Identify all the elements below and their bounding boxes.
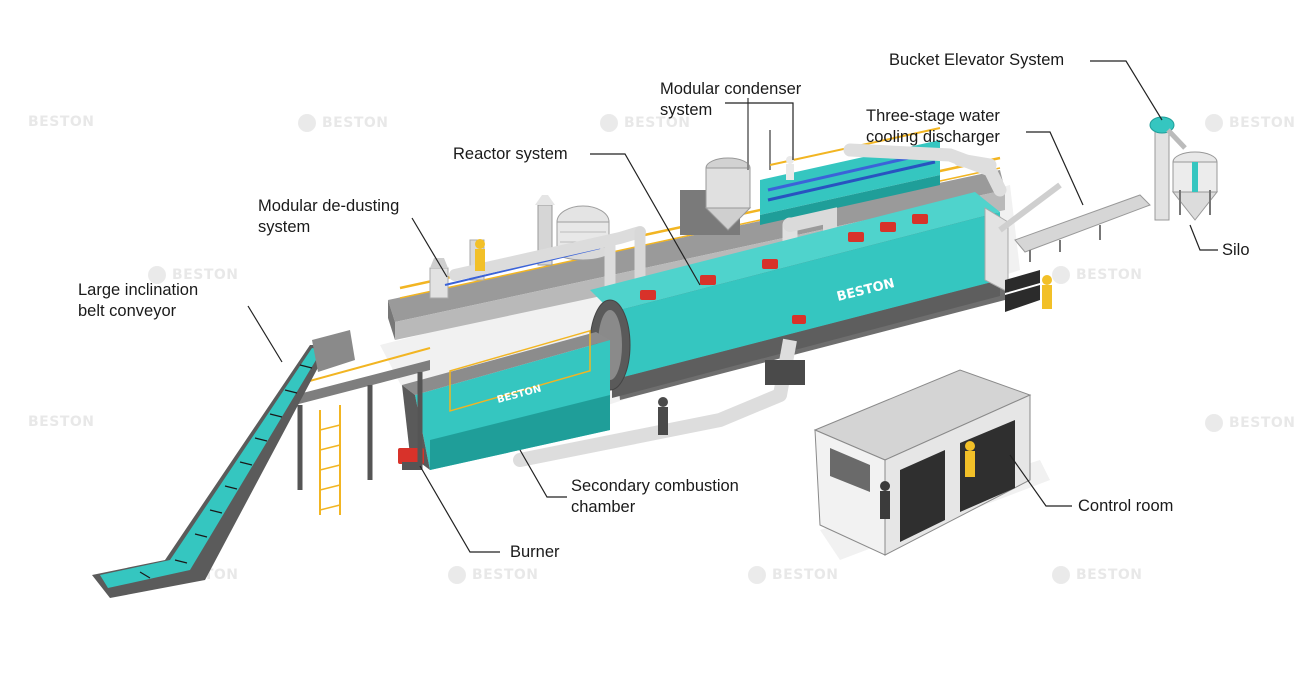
label-secondary-combustion: Secondary combustion chamber (571, 477, 739, 516)
watermark-logo: BESTON (28, 114, 95, 130)
control-room (813, 369, 1032, 556)
bucket-elevator (1149, 116, 1187, 221)
watermark-logo: BESTON (1205, 114, 1296, 132)
label-de-dusting: Modular de-dusting system (258, 197, 400, 236)
watermark-logo: BESTON (1205, 414, 1296, 432)
watermark-logo: BESTON (1052, 566, 1143, 584)
belt-conveyor (92, 330, 355, 598)
label-belt-conveyor: Large inclination belt conveyor (78, 281, 199, 320)
secondary-combustion-chamber: BESTON (402, 329, 610, 470)
label-control-room: Control room (1078, 497, 1174, 515)
label-modular-condenser: Modular condenser system (660, 80, 802, 119)
watermark-logo: BESTON (600, 114, 691, 132)
silo (1171, 151, 1219, 221)
watermark-logo: BESTON (28, 414, 95, 430)
watermark-logo: BESTON (298, 114, 389, 132)
label-bucket-elevator: Bucket Elevator System (889, 51, 1065, 69)
watermark-logo: BESTON (448, 566, 539, 584)
pallet-stack (1005, 270, 1040, 312)
label-three-stage-discharger: Three-stage water cooling discharger (866, 107, 1000, 146)
watermark-logo: BESTON (148, 266, 239, 284)
watermark-logo: BESTON (1052, 266, 1143, 284)
feeding-platform (294, 347, 431, 515)
workers (475, 156, 1052, 519)
label-burner: Burner (510, 543, 560, 561)
label-reactor-system: Reactor system (453, 145, 568, 163)
flue-pipe (513, 338, 805, 467)
leader-lines (247, 60, 1218, 553)
watermark-logo: BESTON (748, 566, 839, 584)
water-cooling-discharger (998, 182, 1151, 262)
label-silo: Silo (1222, 241, 1250, 259)
